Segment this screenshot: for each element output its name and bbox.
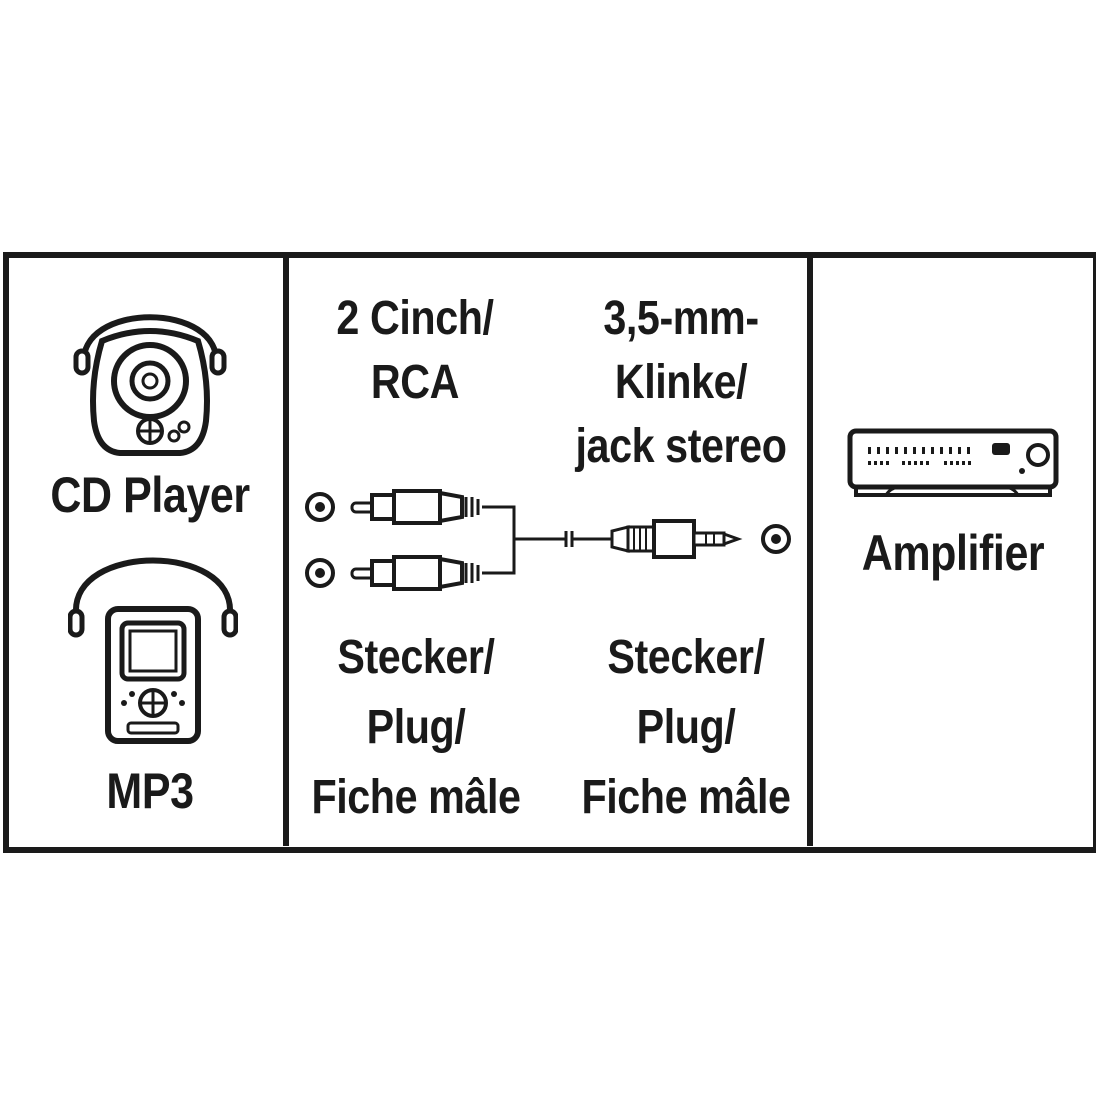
rca-gender-line1: Stecker/	[337, 631, 495, 684]
jack-title-line2: Klinke/	[614, 356, 748, 409]
rca-title-line1: 2 Cinch/	[336, 292, 494, 345]
jack-title-line3: jack stereo	[575, 420, 787, 473]
mp3-player-headphones-icon	[68, 553, 238, 753]
rca-title-line2: RCA	[370, 356, 460, 409]
rca-gender-label: Stecker/ Plug/ Fiche mâle	[308, 623, 525, 833]
diagram-border	[3, 252, 1096, 853]
cd-player-label: CD Player	[50, 467, 250, 523]
amplifier-label: Amplifier	[861, 525, 1045, 581]
rca-gender-line3: Fiche mâle	[311, 771, 521, 824]
jack-gender-label: Stecker/ Plug/ Fiche mâle	[578, 623, 795, 833]
cd-player-headphones-icon	[70, 281, 230, 461]
jack-plug-icon	[610, 519, 791, 559]
jack-gender-line2: Plug/	[636, 701, 736, 754]
rca-gender-line2: Plug/	[366, 701, 466, 754]
rca-plug-icon	[305, 489, 480, 591]
mp3-label: MP3	[106, 763, 194, 819]
column-divider-right	[807, 255, 813, 846]
column-divider-left	[283, 255, 289, 846]
jack-title-line1: 3,5-mm-	[603, 292, 759, 345]
adapter-cable-illustration	[296, 479, 800, 599]
jack-gender-line1: Stecker/	[607, 631, 765, 684]
amplifier-icon	[846, 425, 1060, 501]
jack-title: 3,5-mm- Klinke/ jack stereo	[574, 287, 789, 479]
connection-diagram: CD Player MP3 2 Cinch/ RCA 3,5-mm- Klink…	[0, 249, 1096, 853]
rca-title: 2 Cinch/ RCA	[316, 287, 514, 415]
jack-gender-line3: Fiche mâle	[581, 771, 791, 824]
